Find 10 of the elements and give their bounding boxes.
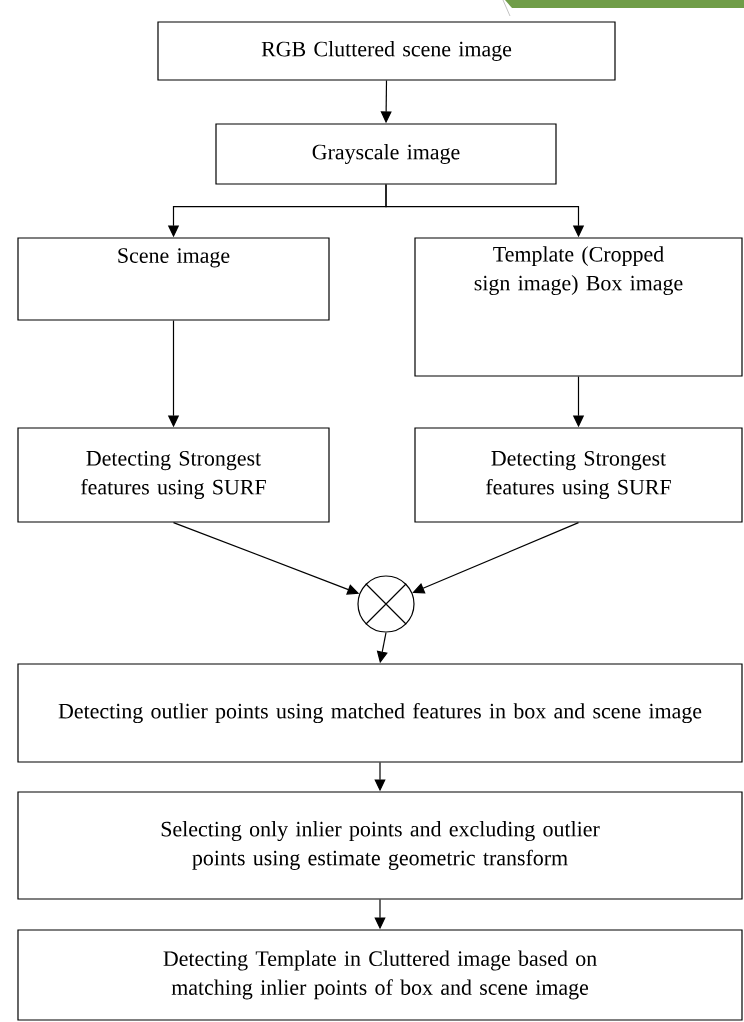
multiply-symbol [357, 575, 415, 633]
process-box: RGB Cluttered scene image [157, 21, 616, 81]
process-box: Detecting Template in Cluttered image based on matching inlier points of box and scene image [17, 929, 743, 1021]
process-box: Detecting Strongest features using SURF [17, 427, 330, 523]
process-box: Detecting Strongest features using SURF [414, 427, 743, 523]
process-box: Selecting only inlier points and excluding outlier points using estimate geometric transform [17, 791, 743, 900]
process-box: Template (Cropped sign image) Box image [414, 237, 743, 377]
process-box: Grayscale image [215, 123, 557, 185]
process-box: Scene image [17, 237, 330, 321]
process-box: Detecting outlier points using matched features in box and scene image [17, 663, 743, 763]
